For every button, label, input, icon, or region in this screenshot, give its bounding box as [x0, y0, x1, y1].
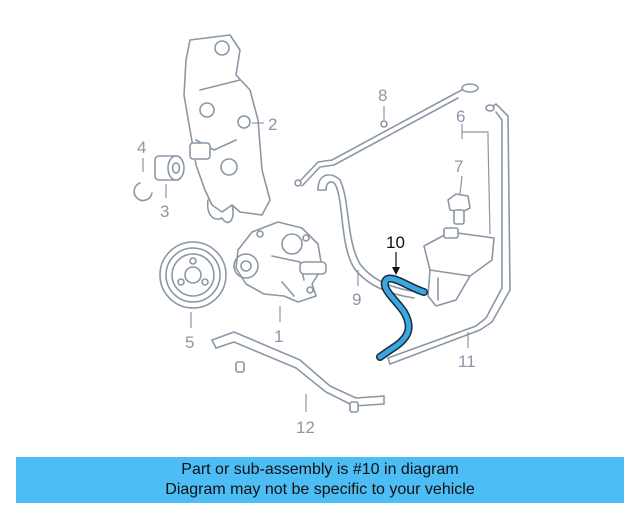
callout-2: 2	[268, 115, 277, 134]
bushing-part	[154, 155, 185, 181]
info-banner: Part or sub-assembly is #10 in diagram D…	[16, 457, 624, 503]
callout-5: 5	[185, 333, 194, 352]
clip-ring-part	[133, 182, 153, 202]
long-pipe-part	[387, 103, 511, 365]
pump-part	[233, 221, 327, 303]
banner-line-2: Diagram may not be specific to your vehi…	[165, 481, 475, 498]
reservoir-part	[423, 227, 495, 307]
callout-11: 11	[458, 352, 476, 371]
highlighted-hose-part-10[interactable]	[376, 274, 428, 361]
leader-10-arrow	[392, 267, 400, 275]
callout-4: 4	[137, 138, 146, 157]
leader-7	[459, 175, 463, 195]
rod-part	[294, 83, 479, 187]
bracket-part	[183, 34, 271, 224]
callout-8: 8	[378, 86, 387, 105]
callout-3: 3	[160, 202, 169, 221]
callout-10: 10	[386, 233, 405, 252]
banner-line-1: Part or sub-assembly is #10 in diagram	[181, 461, 459, 478]
callout-12: 12	[296, 418, 315, 437]
leader-6	[461, 124, 489, 139]
pulley-part	[159, 241, 227, 309]
bolt-part	[447, 193, 471, 225]
pressure-line-part	[211, 331, 385, 413]
callout-7: 7	[454, 157, 463, 176]
callout-9: 9	[352, 290, 361, 309]
callout-6: 6	[456, 107, 465, 126]
callout-1: 1	[274, 327, 283, 346]
leader-6b	[487, 138, 491, 235]
parts-diagram: 2 4 3 5 1	[133, 34, 511, 437]
